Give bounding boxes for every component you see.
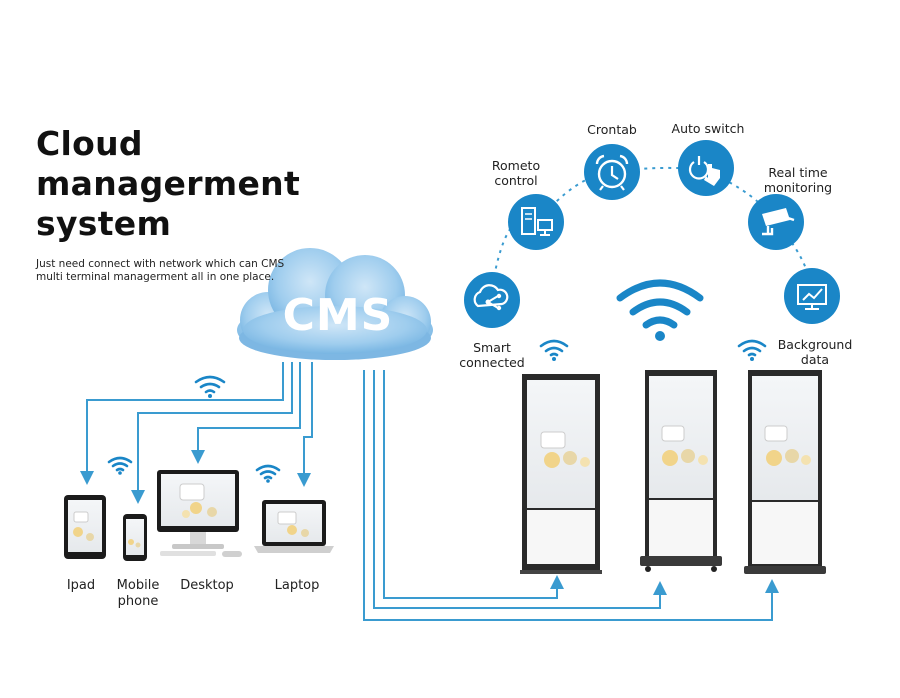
feature-label-line: Smart	[473, 340, 511, 355]
device-label-line: Desktop	[180, 578, 234, 593]
wifi-icon	[194, 375, 226, 398]
device-label-line: Laptop	[274, 578, 320, 593]
monitor-chart-icon	[784, 268, 840, 324]
feature-label-crontab: Crontab	[574, 122, 650, 137]
feature-label-real-time-monitoring: Real time monitoring	[756, 165, 840, 195]
device-label-laptop: Laptop	[264, 578, 330, 594]
wifi-icon	[616, 279, 704, 341]
feature-label-remote-control: Rometo control	[484, 158, 548, 188]
title-line: Cloud	[36, 124, 143, 163]
feature-label-line: Rometo	[491, 158, 541, 173]
desktop-device	[157, 470, 242, 557]
feature-label-line: Crontab	[587, 122, 637, 137]
title-line: system	[36, 204, 172, 243]
kiosk-2	[640, 370, 722, 572]
wifi-icon	[539, 339, 569, 361]
device-label-line: Ipad	[66, 578, 96, 593]
subtitle-line: Just need connect with network which can…	[36, 258, 285, 270]
alarm-clock-icon	[584, 144, 640, 200]
device-label-ipad: Ipad	[56, 578, 106, 594]
device-label-line: phone	[117, 594, 159, 609]
kiosk-1	[520, 374, 602, 574]
wifi-icon	[737, 339, 767, 361]
feature-label-background-data: Background data	[772, 337, 858, 367]
cms-label: CMS	[282, 290, 394, 341]
feature-icons	[464, 140, 840, 328]
feature-label-line: connected	[459, 355, 525, 370]
page-title: Cloud managerment system	[36, 124, 300, 244]
cctv-camera-icon	[748, 194, 804, 250]
feature-label-line: control	[494, 173, 538, 188]
feature-label-line: monitoring	[763, 180, 833, 195]
cms-cloud	[237, 248, 433, 360]
feature-label-smart-connected: Smart connected	[452, 340, 532, 370]
feature-label-line: data	[800, 352, 830, 367]
mobile-phone-device	[123, 514, 147, 561]
ipad-device	[64, 495, 106, 559]
device-label-mobile-phone: Mobile phone	[108, 578, 168, 610]
kiosk-connection-lines	[363, 370, 779, 621]
feature-label-line: Real time	[768, 165, 828, 180]
kiosk-3	[744, 370, 826, 574]
feature-label-line: Background	[777, 337, 853, 352]
wifi-icon	[255, 464, 281, 483]
cloud-link-icon	[464, 272, 520, 328]
device-connection-lines	[80, 362, 313, 504]
title-line: managerment	[36, 164, 301, 203]
device-label-line: Mobile	[116, 578, 160, 593]
feature-label-line: Auto switch	[671, 121, 745, 136]
device-label-desktop: Desktop	[172, 578, 242, 594]
page-subtitle: Just need connect with network which can…	[36, 258, 284, 284]
remote-control-icon	[508, 194, 564, 250]
subtitle-line: multi terminal managerment all in one pl…	[36, 271, 275, 283]
laptop-device	[254, 500, 334, 553]
feature-label-auto-switch: Auto switch	[666, 121, 750, 136]
power-touch-icon	[678, 140, 734, 196]
wifi-icon	[107, 456, 133, 475]
